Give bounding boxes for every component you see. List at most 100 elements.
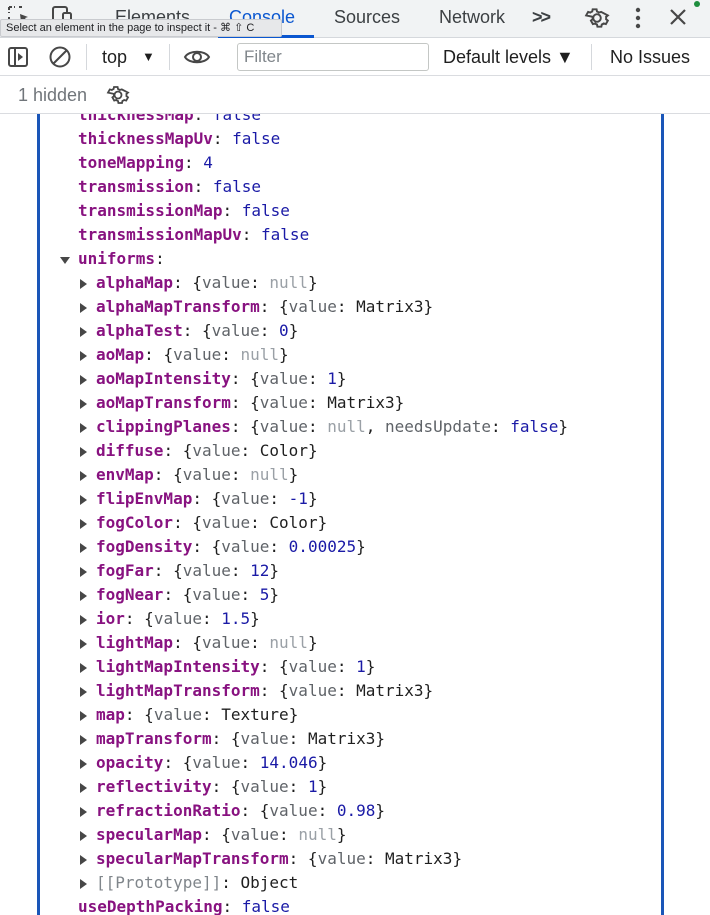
collapsed-triangle-icon[interactable]	[80, 279, 87, 289]
log-levels-dropdown[interactable]: Default levels ▼	[443, 47, 574, 67]
property-key: useDepthPacking	[78, 897, 223, 915]
context-selector[interactable]: top	[102, 47, 128, 67]
chevron-down-icon[interactable]: ▼	[142, 49, 155, 64]
collapsed-triangle-icon[interactable]	[80, 567, 87, 577]
console-property-row[interactable]: mapTransform: {value: Matrix3}	[0, 727, 710, 751]
collapsed-triangle-icon[interactable]	[80, 303, 87, 313]
punctuation: :	[222, 897, 242, 915]
console-property-row[interactable]: specularMap: {value: null}	[0, 823, 710, 847]
property-text: thicknessMap: false	[78, 114, 261, 127]
punctuation: :	[490, 417, 511, 436]
console-property-row[interactable]: uniforms:	[0, 247, 710, 271]
punctuation: :	[240, 441, 260, 460]
collapsed-triangle-icon[interactable]	[80, 831, 87, 841]
collapsed-triangle-icon[interactable]	[80, 423, 87, 433]
property-text: aoMapTransform: {value: Matrix3}	[96, 391, 404, 415]
collapsed-triangle-icon[interactable]	[80, 687, 87, 697]
console-property-row[interactable]: lightMap: {value: null}	[0, 631, 710, 655]
console-property-row[interactable]: alphaMapTransform: {value: Matrix3}	[0, 295, 710, 319]
property-text: fogDensity: {value: 0.00025}	[96, 535, 366, 559]
sidebar-toggle-icon[interactable]	[7, 46, 29, 73]
tab-sources[interactable]: Sources	[334, 7, 401, 27]
console-property-row[interactable]: refractionRatio: {value: 0.98}	[0, 799, 710, 823]
property-key: alphaMapTransform	[96, 297, 260, 316]
console-property-row[interactable]: aoMapIntensity: {value: 1}	[0, 367, 710, 391]
punctuation: {	[182, 441, 193, 460]
collapsed-triangle-icon[interactable]	[80, 759, 87, 769]
collapsed-triangle-icon[interactable]	[80, 807, 87, 817]
punctuation: :	[183, 153, 204, 172]
punctuation: :	[163, 441, 183, 460]
property-text: aoMap: {value: null}	[96, 343, 289, 367]
kebab-menu-icon[interactable]	[632, 6, 644, 35]
property-key: opacity	[96, 753, 164, 772]
console-property-row[interactable]: clippingPlanes: {value: null, needsUpdat…	[0, 415, 710, 439]
property-value: false	[261, 225, 310, 244]
console-property-row[interactable]: [[Prototype]]: Object	[0, 871, 710, 895]
collapsed-triangle-icon[interactable]	[80, 711, 87, 721]
console-property-row[interactable]: map: {value: Texture}	[0, 703, 710, 727]
console-property-row[interactable]: ior: {value: 1.5}	[0, 607, 710, 631]
expanded-triangle-icon[interactable]	[60, 257, 70, 264]
console-property-row[interactable]: flipEnvMap: {value: -1}	[0, 487, 710, 511]
collapsed-triangle-icon[interactable]	[80, 639, 87, 649]
filter-input[interactable]	[237, 43, 429, 71]
property-key: reflectivity	[96, 777, 212, 796]
collapsed-triangle-icon[interactable]	[80, 495, 87, 505]
collapsed-triangle-icon[interactable]	[80, 447, 87, 457]
console-property-row[interactable]: fogDensity: {value: 0.00025}	[0, 535, 710, 559]
collapsed-triangle-icon[interactable]	[80, 735, 87, 745]
gear-icon[interactable]	[584, 5, 610, 36]
clear-console-icon[interactable]	[48, 45, 72, 74]
punctuation: :	[201, 609, 222, 628]
console-property-row[interactable]: alphaMap: {value: null}	[0, 271, 710, 295]
collapsed-triangle-icon[interactable]	[80, 615, 87, 625]
tab-network[interactable]: Network	[439, 7, 506, 27]
console-property-row[interactable]: fogNear: {value: 5}	[0, 583, 710, 607]
collapsed-triangle-icon[interactable]	[80, 855, 87, 865]
collapsed-triangle-icon[interactable]	[80, 375, 87, 385]
collapsed-triangle-icon[interactable]	[80, 783, 87, 793]
collapsed-triangle-icon[interactable]	[80, 879, 87, 889]
punctuation: :	[222, 201, 242, 220]
punctuation: {	[259, 801, 270, 820]
punctuation: :	[124, 705, 145, 724]
collapsed-triangle-icon[interactable]	[80, 399, 87, 409]
property-text: toneMapping: 4	[78, 151, 213, 175]
collapsed-triangle-icon[interactable]	[80, 543, 87, 553]
property-text: transmission: false	[78, 175, 261, 199]
console-property-row[interactable]: lightMapTransform: {value: Matrix3}	[0, 679, 710, 703]
group-bar-left	[37, 114, 40, 915]
console-property-row[interactable]: envMap: {value: null}	[0, 463, 710, 487]
object-value: Matrix3	[356, 681, 424, 700]
property-value: false	[232, 129, 281, 148]
console-property-row[interactable]: lightMapIntensity: {value: 1}	[0, 655, 710, 679]
punctuation: }	[307, 273, 318, 292]
collapsed-triangle-icon[interactable]	[80, 351, 87, 361]
console-property-row[interactable]: fogFar: {value: 12}	[0, 559, 710, 583]
group-bar-right	[661, 114, 664, 915]
console-property-row[interactable]: opacity: {value: 14.046}	[0, 751, 710, 775]
property-text: alphaMapTransform: {value: Matrix3}	[96, 295, 433, 319]
console-property-row[interactable]: aoMap: {value: null}	[0, 343, 710, 367]
issues-button[interactable]: No Issues	[610, 47, 691, 67]
console-property-row[interactable]: fogColor: {value: Color}	[0, 511, 710, 535]
punctuation: {	[192, 633, 202, 652]
more-tabs-button[interactable]: >>	[532, 7, 551, 27]
collapsed-triangle-icon[interactable]	[80, 663, 87, 673]
console-property-row[interactable]: diffuse: {value: Color}	[0, 439, 710, 463]
close-icon[interactable]	[667, 6, 689, 33]
console-settings-icon[interactable]	[106, 83, 130, 112]
collapsed-triangle-icon[interactable]	[80, 519, 87, 529]
object-value: null	[269, 273, 308, 292]
collapsed-triangle-icon[interactable]	[80, 591, 87, 601]
collapsed-triangle-icon[interactable]	[80, 471, 87, 481]
console-property-row[interactable]: reflectivity: {value: 1}	[0, 775, 710, 799]
collapsed-triangle-icon[interactable]	[80, 327, 87, 337]
console-property-row[interactable]: aoMapTransform: {value: Matrix3}	[0, 391, 710, 415]
punctuation: {	[230, 777, 241, 796]
console-property-row[interactable]: alphaTest: {value: 0}	[0, 319, 710, 343]
console-property-row[interactable]: specularMapTransform: {value: Matrix3}	[0, 847, 710, 871]
property-key: specularMapTransform	[96, 849, 289, 868]
eye-icon[interactable]	[183, 46, 211, 73]
